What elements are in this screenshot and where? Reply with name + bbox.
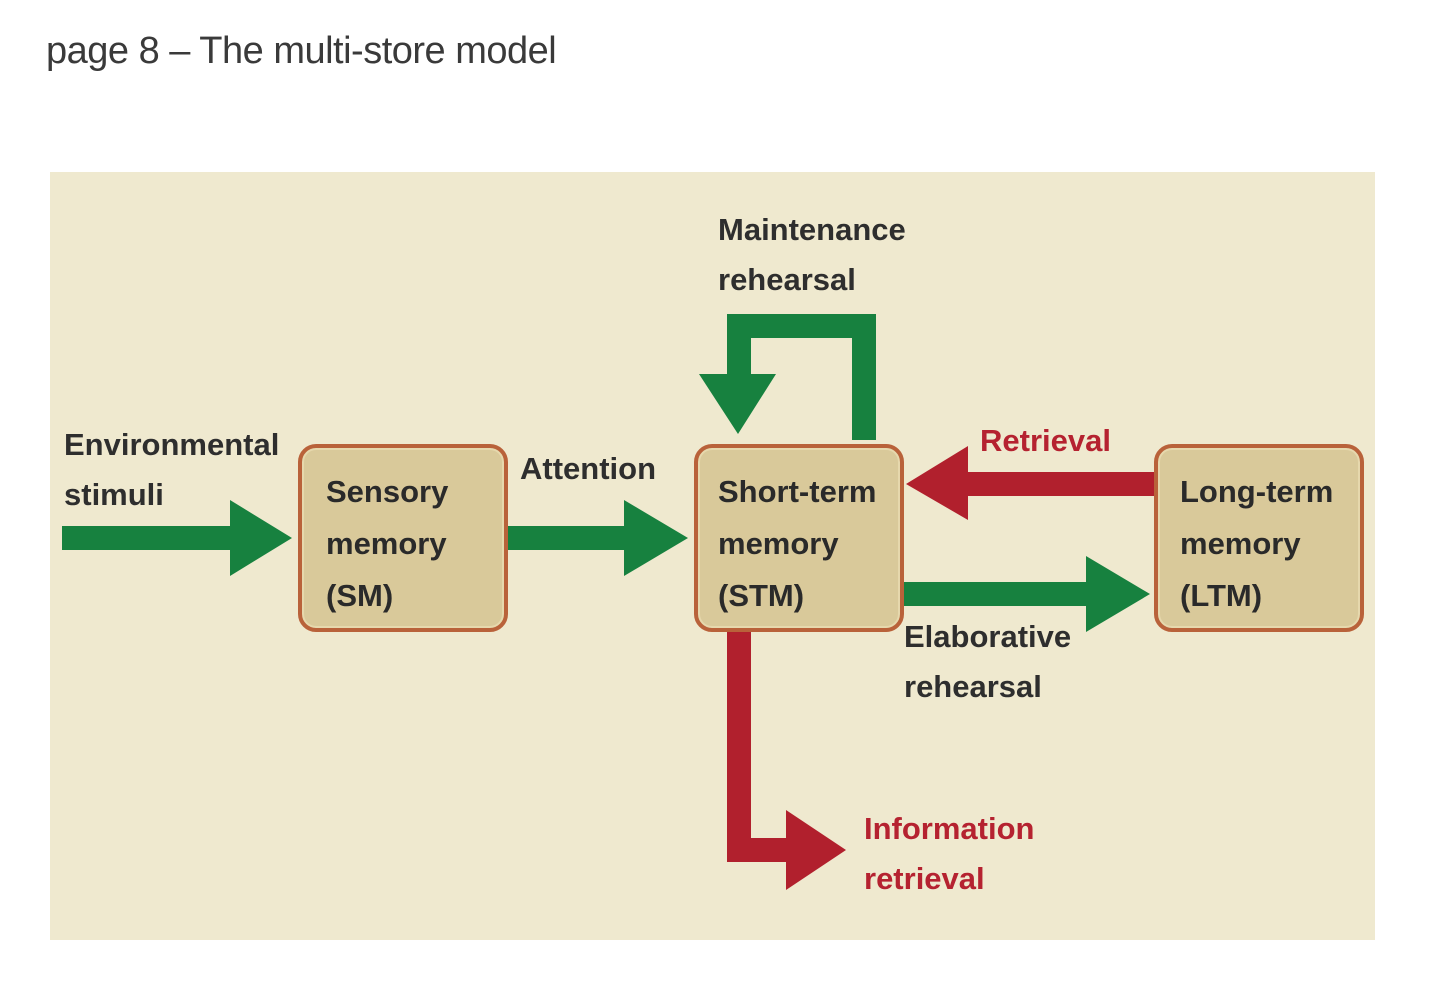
long-term-memory-line1: Long-term [1180,474,1334,509]
arrow-information-retrieval [727,628,846,890]
maintenance-rehearsal-label: Maintenance rehearsal [718,205,906,305]
long-term-memory-box: Long-term memory (LTM) [1154,444,1364,632]
short-term-memory-line3: (STM) [718,578,805,613]
information-retrieval-line2: retrieval [864,861,985,896]
maintenance-rehearsal-line2: rehearsal [718,262,856,297]
environmental-stimuli-line2: stimuli [64,477,164,512]
information-retrieval-label: Information retrieval [864,804,1035,904]
sensory-memory-label: Sensory memory (SM) [326,466,448,622]
sensory-memory-line2: memory [326,526,447,561]
arrow-attention [508,500,688,576]
arrow-retrieval [906,446,1158,520]
long-term-memory-line3: (LTM) [1180,578,1263,613]
sensory-memory-line1: Sensory [326,474,449,509]
long-term-memory-label: Long-term memory (LTM) [1180,466,1333,622]
maintenance-rehearsal-line1: Maintenance [718,212,906,247]
elaborative-rehearsal-line1: Elaborative [904,619,1072,654]
environmental-stimuli-line1: Environmental [64,427,280,462]
arrow-maintenance-loop [699,314,876,440]
information-retrieval-line1: Information [864,811,1035,846]
short-term-memory-label: Short-term memory (STM) [718,466,876,622]
attention-label: Attention [520,451,657,486]
short-term-memory-line1: Short-term [718,474,877,509]
page-title: page 8 – The multi-store model [46,30,557,72]
environmental-stimuli-label: Environmental stimuli [64,420,279,520]
elaborative-rehearsal-line2: rehearsal [904,669,1042,704]
retrieval-label: Retrieval [980,423,1111,458]
arrow-elaborative [902,556,1150,632]
short-term-memory-line2: memory [718,526,839,561]
sensory-memory-box: Sensory memory (SM) [298,444,508,632]
elaborative-rehearsal-label: Elaborative rehearsal [904,612,1071,712]
arrow-stimuli-to-sm [62,500,292,576]
sensory-memory-line3: (SM) [326,578,394,613]
long-term-memory-line2: memory [1180,526,1301,561]
short-term-memory-box: Short-term memory (STM) [694,444,904,632]
